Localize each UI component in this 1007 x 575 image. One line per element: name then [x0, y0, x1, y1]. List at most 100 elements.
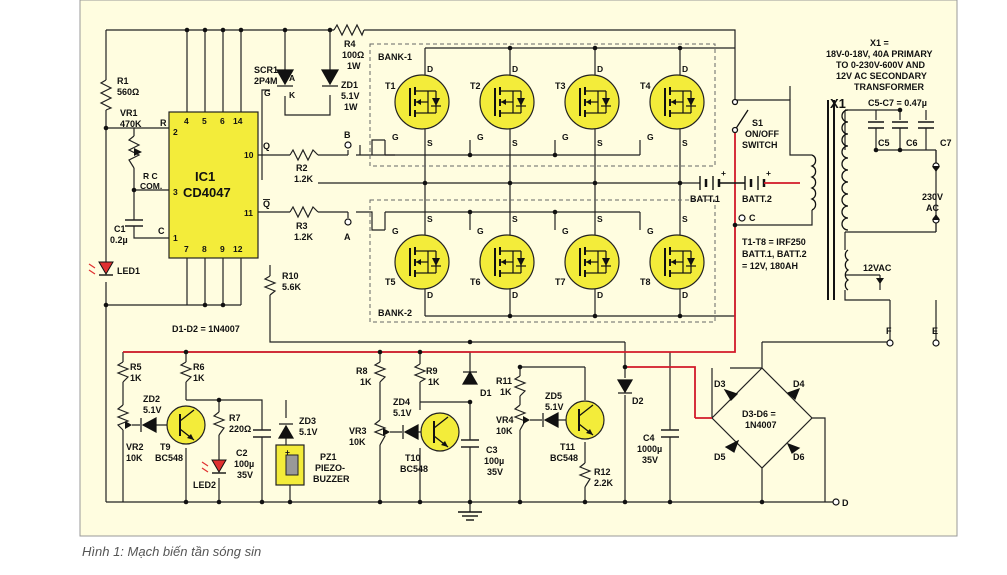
t6-label: T6 [470, 277, 481, 287]
t9-label: T9 [160, 442, 171, 452]
t1-label: T1 [385, 81, 396, 91]
c2-rating: 35V [237, 470, 253, 480]
c7-label: C7 [940, 138, 952, 148]
batt1-label: BATT.1 [690, 194, 720, 204]
t7-label: T7 [555, 277, 566, 287]
scr1-label: SCR1 [254, 65, 278, 75]
r4-label: R4 [344, 39, 356, 49]
t5-pin-s: S [427, 214, 433, 224]
t11-label: T11 [560, 442, 575, 452]
batt2-label: BATT.2 [742, 194, 772, 204]
zd5-label: ZD5 [545, 391, 562, 401]
r10-value: 5.6K [282, 282, 302, 292]
r1-value: 560Ω [117, 87, 139, 97]
r1-label: R1 [117, 76, 129, 86]
out-230-label: 230V [922, 192, 943, 202]
c2-value: 100µ [234, 459, 254, 469]
ic-pin-rc: R C [143, 171, 158, 181]
vr2-label: VR2 [126, 442, 144, 452]
t3-label: T3 [555, 81, 566, 91]
vr3-label: VR3 [349, 426, 367, 436]
t2-pin-d: D [512, 64, 518, 74]
ic-pin-11: 11 [244, 208, 253, 218]
c4-value: 1000µ [637, 444, 662, 454]
node-f: F [886, 326, 892, 336]
node-a: A [344, 232, 351, 242]
vr2-value: 10K [126, 453, 143, 463]
ic-pin-q: Q [263, 141, 270, 151]
r8-label: R8 [356, 366, 368, 376]
r3-value: 1.2K [294, 232, 314, 242]
t3-pin-s: S [597, 138, 603, 148]
t8-pin-s: S [682, 214, 688, 224]
ic-pin-8: 8 [202, 244, 207, 254]
node-b: B [344, 130, 351, 140]
ic-pin-qbar: Q [263, 199, 270, 209]
ic-pin-r: R [160, 118, 167, 128]
t9-value: BC548 [155, 453, 183, 463]
zd2-value: 5.1V [143, 405, 162, 415]
d6-label: D6 [793, 452, 805, 462]
s1-label: S1 [752, 118, 763, 128]
d1-label: D1 [480, 388, 492, 398]
fet-def-1: BATT.1, BATT.2 [742, 249, 807, 259]
r8-value: 1K [360, 377, 372, 387]
t8-pin-d: D [682, 290, 688, 300]
ic-pin-10: 10 [244, 150, 254, 160]
out-12-label: 12VAC [863, 263, 892, 273]
t4-label: T4 [640, 81, 651, 91]
d1d2-note: D1-D2 = 1N4007 [172, 324, 240, 334]
bridge-note: D3-D6 = [742, 409, 776, 419]
ic-pin-12: 12 [233, 244, 243, 254]
r12-label: R12 [594, 467, 611, 477]
inverter-schematic: IC1 CD4047 4 5 6 14 2 3 1 7 8 9 12 10 11… [79, 0, 958, 537]
c6-label: C6 [906, 138, 918, 148]
pz1-label: PZ1 [320, 452, 337, 462]
vr1-value: 470K [120, 119, 142, 129]
figure-caption: Hình 1: Mạch biến tần sóng sin [82, 544, 262, 559]
zd4-label: ZD4 [393, 397, 410, 407]
t7-pin-g: G [562, 226, 569, 236]
vr3-value: 10K [349, 437, 366, 447]
r10-label: R10 [282, 271, 299, 281]
r4-rating: 1W [347, 61, 361, 71]
ic-pin-6: 6 [220, 116, 225, 126]
t10-label: T10 [405, 453, 421, 463]
r7-value: 220Ω [229, 424, 251, 434]
c4-label: C4 [643, 433, 655, 443]
pz1-type: PIEZO- [315, 463, 345, 473]
d5-label: D5 [714, 452, 726, 462]
ic-pin-c: C [158, 226, 165, 236]
r9-label: R9 [426, 366, 438, 376]
c3-value: 100µ [484, 456, 504, 466]
ic-pin-3: 3 [173, 187, 178, 197]
c1-value: 0.2µ [110, 235, 128, 245]
zd4-value: 5.1V [393, 408, 412, 418]
zd3-label: ZD3 [299, 416, 316, 426]
t10-value: BC548 [400, 464, 428, 474]
r4-value: 100Ω [342, 50, 364, 60]
led2-label: LED2 [193, 480, 216, 490]
c1-label: C1 [114, 224, 126, 234]
cap-def: C5-C7 = 0.47µ [868, 98, 927, 108]
t4-pin-g: G [647, 132, 654, 142]
zd1-rating: 1W [344, 102, 358, 112]
node-d: D [842, 498, 849, 508]
t3-pin-d: D [597, 64, 603, 74]
ic-pin-5: 5 [202, 116, 207, 126]
t7-pin-d: D [597, 290, 603, 300]
r12-value: 2.2K [594, 478, 614, 488]
d3-label: D3 [714, 379, 726, 389]
node-c: C [749, 213, 756, 223]
vr1-label: VR1 [120, 108, 138, 118]
t8-pin-g: G [647, 226, 654, 236]
t1-pin-s: S [427, 138, 433, 148]
t5-pin-d: D [427, 290, 433, 300]
x1-label: X1 [830, 96, 846, 111]
fet-def-2: = 12V, 180AH [742, 261, 798, 271]
t4-pin-d: D [682, 64, 688, 74]
ic-pin-7: 7 [184, 244, 189, 254]
c3-label: C3 [486, 445, 498, 455]
t7-pin-s: S [597, 214, 603, 224]
ic1-part: CD4047 [183, 185, 231, 200]
